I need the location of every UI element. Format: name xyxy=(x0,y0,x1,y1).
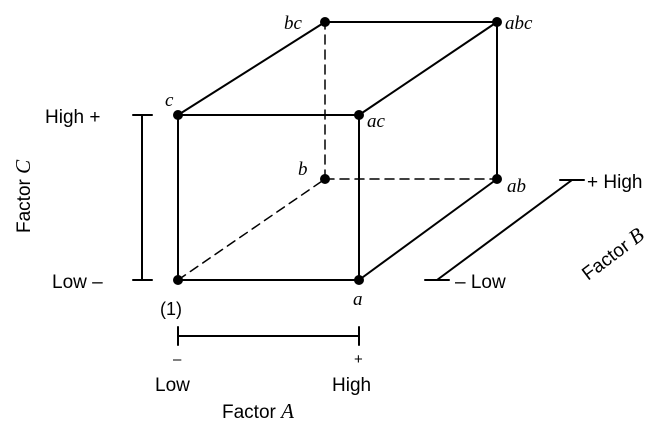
factor-c-low-label: Low – xyxy=(52,272,103,293)
vertex-label-b: b xyxy=(298,159,308,180)
vertex-dot-ac xyxy=(354,110,364,120)
factor-a-high-sign: + xyxy=(354,351,363,368)
vertex-label-abc: abc xyxy=(505,13,533,34)
factor-b-axis-line xyxy=(436,179,573,281)
vertex-dot-c xyxy=(173,110,183,120)
edge-hidden-1-b xyxy=(177,178,326,281)
factor-a-low-sign: – xyxy=(173,351,182,368)
factor-b-high-label: + High xyxy=(587,172,642,193)
vertex-label-c: c xyxy=(165,90,174,111)
vertex-label-ac: ac xyxy=(367,111,386,132)
vertex-dot-1 xyxy=(173,275,183,285)
edge-ac-abc xyxy=(358,21,498,116)
factor-c-high-label: High + xyxy=(45,107,100,128)
factor-b-title: Factor B xyxy=(577,222,649,285)
vertex-label-1: (1) xyxy=(160,299,182,319)
edge-c-bc xyxy=(177,21,326,116)
factor-a-title: Factor A xyxy=(222,399,294,423)
vertex-dot-b xyxy=(320,174,330,184)
factor-b-low-label: – Low xyxy=(455,272,506,293)
factor-c-title: Factor C xyxy=(11,159,35,233)
vertex-dot-bc xyxy=(320,17,330,27)
factor-a-low-label: Low xyxy=(155,375,190,396)
vertex-label-ab: ab xyxy=(507,176,526,197)
factor-a-high-label: High xyxy=(332,375,371,396)
vertex-dot-a xyxy=(354,275,364,285)
edge-a-ab xyxy=(358,178,498,281)
vertex-dot-abc xyxy=(492,17,502,27)
vertex-dot-ab xyxy=(492,174,502,184)
vertex-label-a: a xyxy=(353,289,363,310)
vertex-label-bc: bc xyxy=(284,13,303,34)
